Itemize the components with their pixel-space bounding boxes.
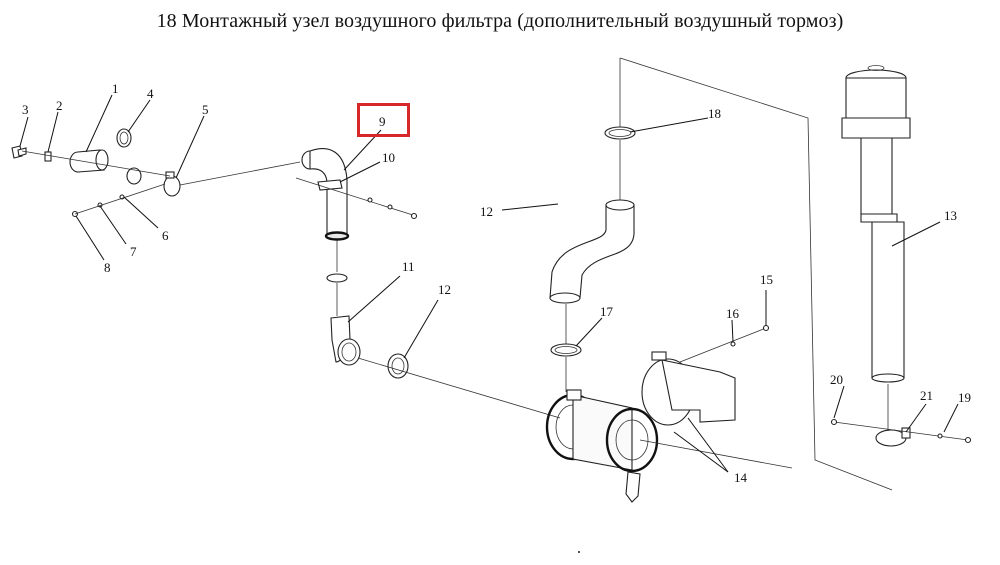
part-21-clamp (875, 427, 911, 447)
part-13-intake-pipe (841, 65, 911, 383)
part-20-bolt (830, 418, 838, 426)
callout-17: 17 (600, 304, 614, 319)
part-2-clip (44, 151, 52, 162)
part-16-washer (730, 341, 736, 347)
callout-15: 15 (760, 272, 773, 287)
callout-3: 3 (22, 102, 29, 117)
part-18-clamp (604, 126, 636, 140)
part-bolt-c (410, 212, 418, 220)
part-4-clamp (116, 128, 132, 148)
left-fittings-group (11, 128, 181, 218)
callout-2: 2 (56, 98, 63, 113)
part-9-elbow-tube (301, 148, 350, 241)
callout-1: 1 (112, 81, 119, 96)
highlight-box-part-9 (357, 103, 410, 137)
callout-14: 14 (734, 470, 748, 485)
callout-20: 20 (830, 372, 843, 387)
part-14-filter-cover (641, 351, 736, 426)
part-1-hose (69, 149, 109, 173)
part-3-elbow (11, 145, 27, 159)
callout-5: 5 (202, 102, 209, 117)
callout-labels: 1 2 3 4 5 6 7 8 9 10 11 12 12 13 14 15 1… (22, 81, 971, 485)
part-bolt-a (367, 197, 373, 203)
part-clamp-mid (326, 273, 348, 283)
leader-lines (19, 94, 959, 473)
part-19-washer (937, 433, 943, 439)
part-15-bolt (762, 324, 770, 332)
callout-11: 11 (402, 259, 415, 274)
part-clamp-small (126, 167, 142, 185)
part-14-air-filter (545, 389, 659, 503)
callout-19: 19 (958, 390, 971, 405)
callout-16: 16 (726, 306, 740, 321)
callout-4: 4 (147, 86, 154, 101)
part-bolt-b (387, 204, 393, 210)
callout-6: 6 (162, 228, 169, 243)
stray-dot (578, 551, 580, 553)
callout-9: 9 (379, 114, 386, 129)
callout-13: 13 (944, 208, 957, 223)
callout-12-left: 12 (438, 282, 451, 297)
part-19-bolt (964, 436, 972, 444)
part-12-s-pipe (549, 199, 635, 304)
callout-12-middle: 12 (480, 204, 493, 219)
callout-8: 8 (104, 260, 111, 275)
callout-7: 7 (130, 244, 137, 259)
callout-10: 10 (382, 150, 395, 165)
part-10-bracket (317, 179, 343, 191)
part-11-elbow (330, 315, 361, 366)
part-12-clamp-left (387, 353, 409, 379)
part-5-clamp (163, 171, 181, 197)
callout-21: 21 (920, 388, 933, 403)
callout-18: 18 (708, 106, 721, 121)
diagram-title: 18 Монтажный узел воздушного фильтра (до… (156, 10, 844, 32)
